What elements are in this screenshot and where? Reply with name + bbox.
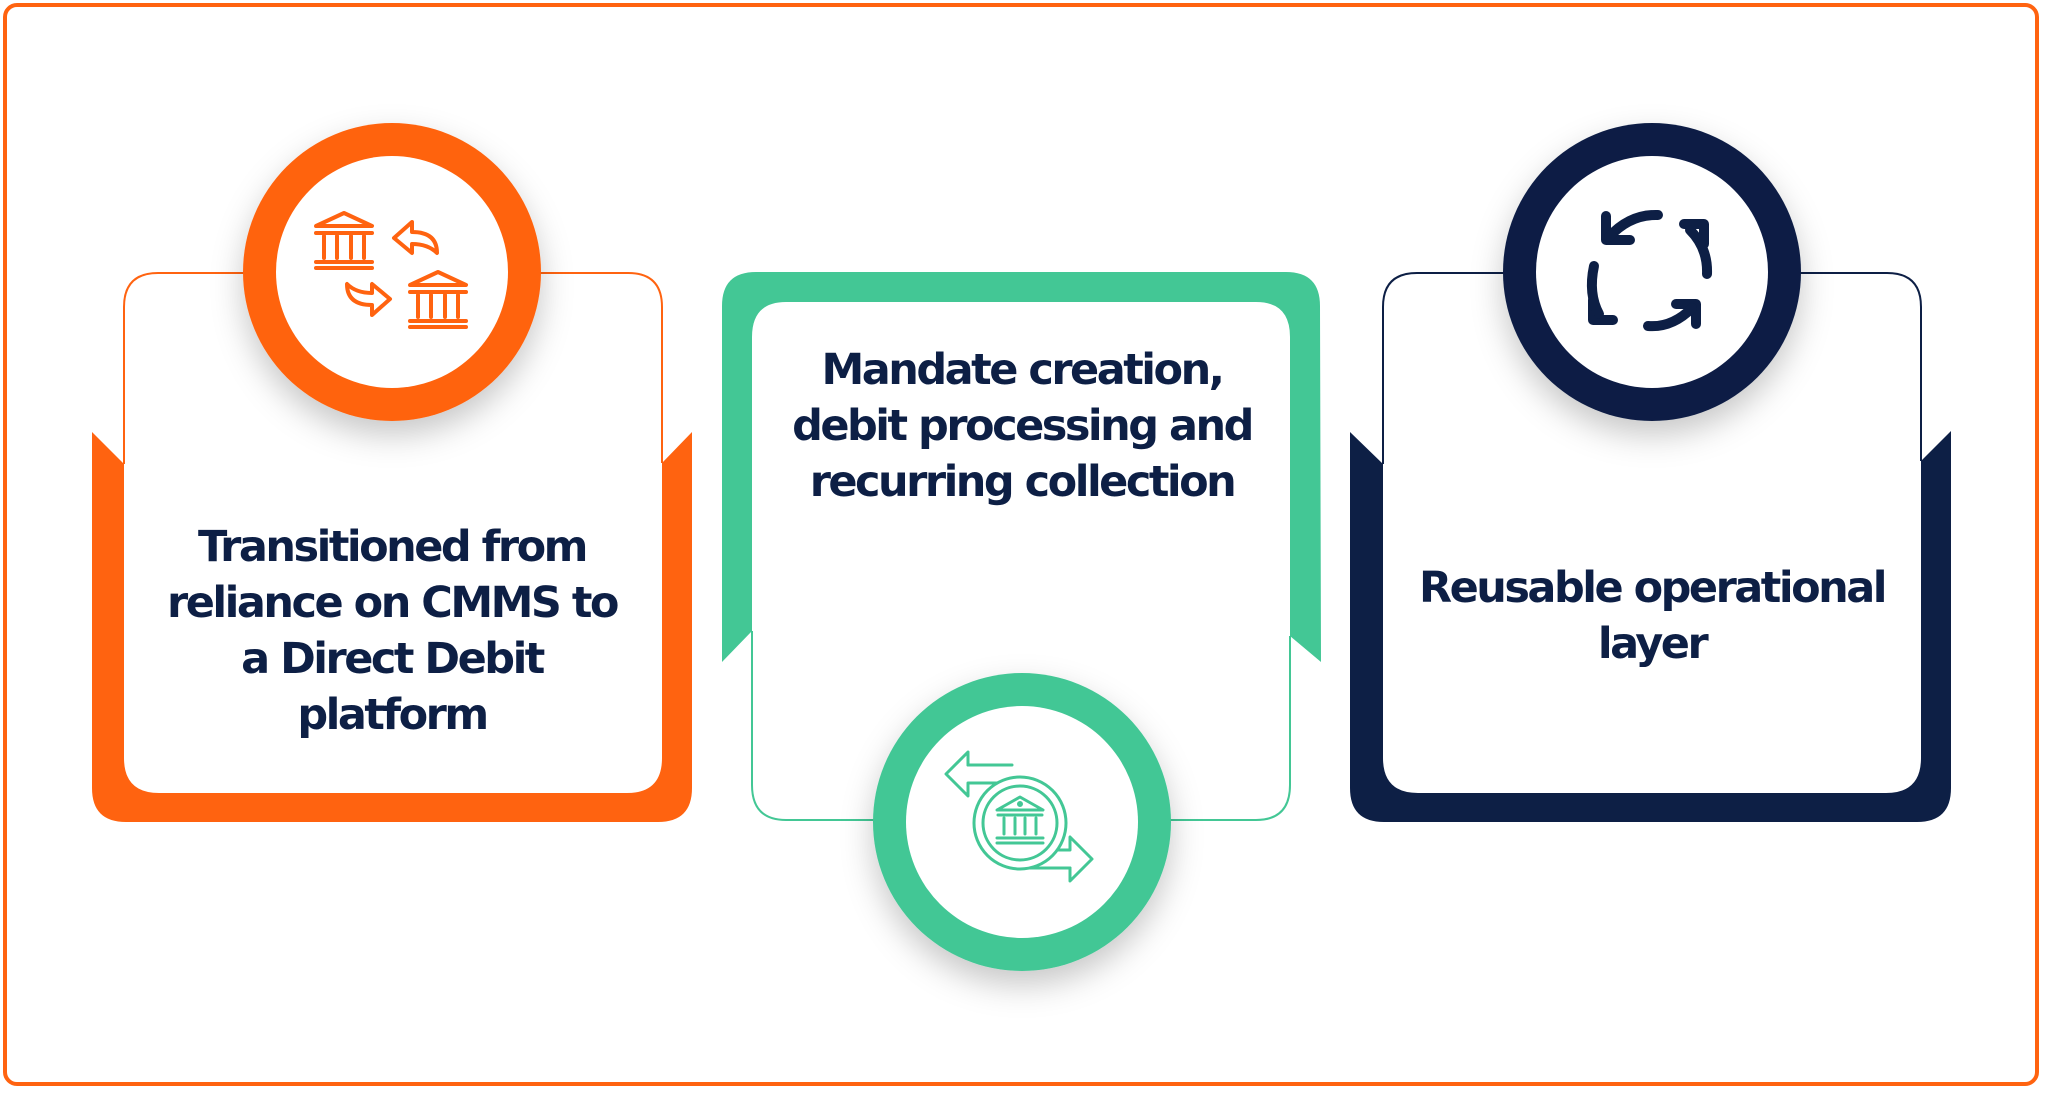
outer-frame (3, 3, 2039, 1086)
card-1-text: Transitioned from reliance on CMMS to a … (167, 522, 619, 740)
bank-transfer-arrows-icon (944, 750, 1094, 883)
card-1-icon-circle (243, 123, 541, 421)
card-3-text: Reusable operational layer (1418, 563, 1888, 669)
card-3 (1350, 123, 1951, 822)
card-2 (722, 272, 1321, 971)
card-1 (92, 123, 692, 822)
card-3-icon-circle (1503, 123, 1801, 421)
refresh-cycle-icon (1586, 209, 1713, 332)
card-2-text: Mandate creation, debit processing and r… (792, 345, 1254, 507)
bank-exchange-icon (314, 211, 468, 329)
